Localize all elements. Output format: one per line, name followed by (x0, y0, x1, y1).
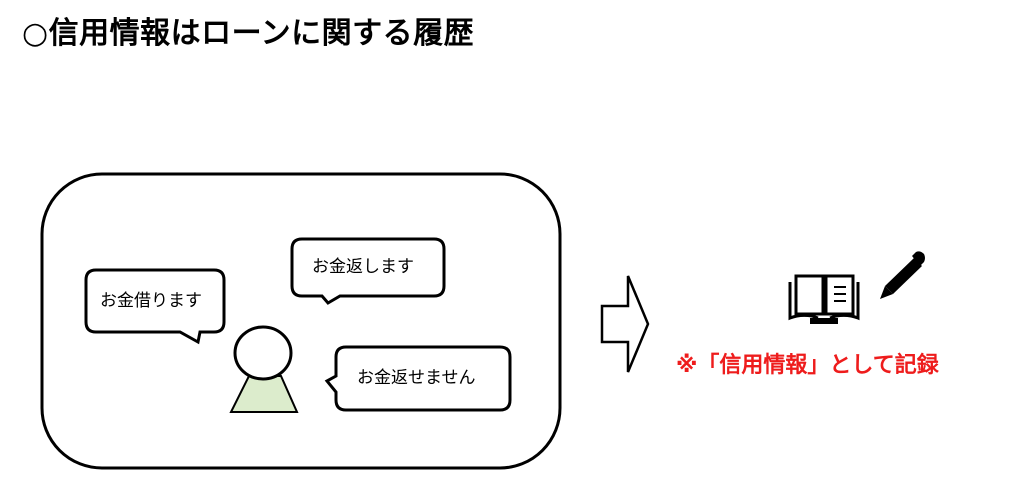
speech-bubble-repay (290, 237, 446, 305)
page-title: ○信用情報はローンに関する履歴 (22, 16, 475, 51)
scene-frame (40, 172, 562, 470)
right-arrow-icon (600, 275, 650, 373)
open-book-icon (788, 274, 860, 324)
speech-bubble-cannot-repay (324, 345, 512, 412)
bubble-text-borrow: お金借ります (100, 291, 202, 311)
person-head (233, 325, 293, 381)
speech-bubble-borrow (84, 268, 226, 345)
person-body (229, 375, 299, 413)
bubble-text-cannot-repay: お金返せません (357, 368, 476, 388)
person-icon (229, 325, 299, 413)
pen-icon (880, 251, 925, 299)
bubble-text-repay: お金返します (312, 257, 414, 277)
credit-record-note: ※「信用情報」として記録 (676, 353, 939, 378)
